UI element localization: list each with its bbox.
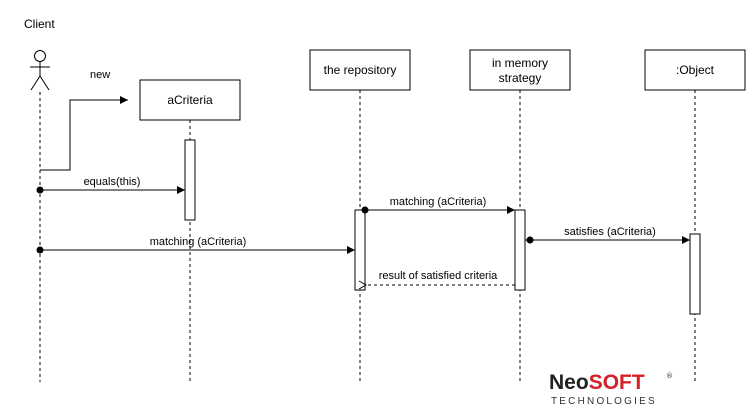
matching-client-label: matching (aCriteria) [150, 236, 247, 248]
equals-message-label: equals(this) [84, 176, 141, 188]
repository-box-label: the repository [324, 63, 397, 77]
object-activation [689, 233, 701, 315]
object-box-label: :Object [676, 63, 715, 77]
actor-figure [30, 50, 50, 91]
repository-activation [354, 209, 366, 291]
criteria-box-label: aCriteria [167, 93, 213, 107]
object-box[interactable] [644, 49, 746, 91]
result-return-label: result of satisfied criteria [379, 270, 498, 282]
criteria-activation [184, 139, 196, 221]
repository-box[interactable] [309, 49, 411, 91]
logo-registered-mark: ® [666, 372, 673, 380]
neosoft-logo: NeoSOFT ® TECHNOLOGIES [549, 371, 673, 407]
matching-repo-label: matching (aCriteria) [390, 196, 487, 208]
strategy-box-label-line2: strategy [499, 71, 542, 85]
actor-label: Client [24, 17, 55, 31]
logo-subtitle: TECHNOLOGIES [551, 396, 657, 407]
create-message-label: new [90, 69, 110, 81]
strategy-activation [514, 209, 526, 291]
create-message-arrow [40, 96, 128, 171]
strategy-box[interactable] [469, 49, 571, 91]
logo-brand-soft: SOFT [589, 371, 645, 394]
satisfies-label: satisfies (aCriteria) [564, 226, 656, 238]
strategy-box-label-line1: in memory [492, 56, 548, 70]
logo-brand: NeoSOFT [549, 371, 645, 394]
criteria-box[interactable] [139, 79, 241, 121]
logo-brand-neo: Neo [549, 371, 589, 394]
